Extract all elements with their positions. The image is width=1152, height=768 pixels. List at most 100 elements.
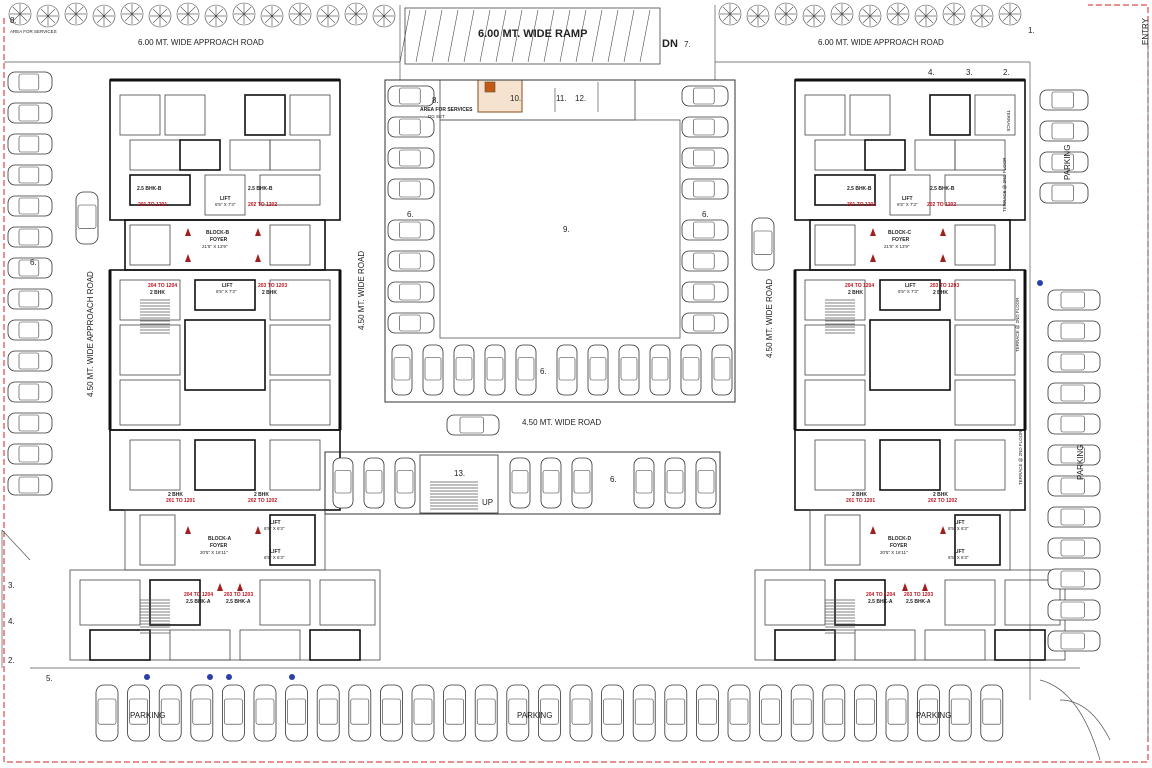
- site-boundary: [3, 4, 1149, 763]
- parking-car: [1047, 351, 1101, 373]
- parking-car: [664, 684, 688, 742]
- block-b-lift-top-size: 6'5" X 7'3": [215, 202, 236, 207]
- block-a-lift2: LIFT: [270, 549, 281, 555]
- parking-car: [379, 684, 403, 742]
- parking-car: [759, 684, 782, 742]
- label-parking-3: PARKING: [916, 711, 951, 720]
- parking-car: [1047, 444, 1101, 466]
- parking-car: [664, 457, 686, 509]
- parking-car: [681, 178, 729, 200]
- parking-car: [1047, 599, 1101, 621]
- label-8-left: 8.: [10, 16, 17, 25]
- block-d-lift2: LIFT: [954, 549, 965, 555]
- label-6-ctr: 6.: [702, 210, 709, 219]
- block-d-unit-bl: 2.5 BHK-A: [868, 599, 893, 605]
- block-c-range-mr: 203 TO 1203: [930, 283, 959, 289]
- block-c-title: BLOCK-C: [888, 230, 911, 236]
- parking-car: [1047, 630, 1101, 652]
- parking-car: [387, 250, 435, 272]
- label-11: 11.: [556, 94, 567, 103]
- parking-car: [1047, 320, 1101, 342]
- parking-car: [363, 457, 385, 509]
- tree-row: [8, 2, 1022, 28]
- block-a-range-tr: 202 TO 1202: [248, 498, 277, 504]
- block-d-lift1: LIFT: [954, 520, 965, 526]
- parking-car: [7, 288, 53, 310]
- parking-car: [917, 684, 940, 742]
- block-c-foyer-size: 21'5" X 13'9": [884, 244, 910, 249]
- parking-car: [681, 281, 729, 303]
- block-a-title: BLOCK-A: [208, 536, 231, 542]
- parking-car: [1047, 506, 1101, 528]
- label-2-left: 2.: [8, 656, 15, 665]
- parking-car: [221, 684, 245, 742]
- block-d-foyer: FOYER: [890, 543, 908, 549]
- parking-car: [411, 684, 435, 742]
- block-c-lift-top-size: 6'5" X 7'3": [897, 202, 918, 207]
- block-c-unit-mr: 2 BHK: [933, 290, 948, 296]
- block-b-lift-mid: LIFT: [222, 283, 233, 289]
- block-a-unit-tl: 2 BHK: [168, 492, 183, 498]
- block-d-range-br: 203 TO 1203: [904, 592, 933, 598]
- label-7: 7.: [684, 40, 691, 49]
- label-6-bot: 6.: [610, 475, 617, 484]
- parking-car: [1047, 537, 1101, 559]
- parking-car: [7, 381, 53, 403]
- parking-car: [387, 219, 435, 241]
- parking-car: [387, 147, 435, 169]
- parking-car: [633, 457, 655, 509]
- label-3-left: 3.: [8, 581, 15, 590]
- label-9: 9.: [563, 225, 570, 234]
- parking-car: [790, 684, 814, 742]
- parking-car: [484, 344, 506, 396]
- building-right-blocks-c-d: [754, 78, 1066, 661]
- parking-car: [387, 281, 435, 303]
- label-10: 10.: [510, 94, 521, 103]
- road-outlines: [1, 5, 1149, 761]
- parking-car: [681, 250, 729, 272]
- parking-car: [711, 344, 733, 396]
- parking-cars: [7, 71, 1101, 742]
- parking-car: [822, 684, 846, 742]
- services-markers: [144, 280, 1043, 680]
- parking-car: [540, 457, 562, 509]
- parking-car: [387, 116, 435, 138]
- parking-car: [7, 474, 53, 496]
- parking-car: [515, 344, 537, 396]
- block-d-range-tl: 201 TO 1201: [846, 498, 875, 504]
- block-b-foyer: FOYER: [210, 237, 228, 243]
- label-parking-1: PARKING: [130, 711, 165, 720]
- parking-car: [681, 147, 729, 169]
- parking-car: [348, 684, 372, 742]
- block-a-range-br: 203 TO 1203: [224, 592, 253, 598]
- label-8-top: 8.: [432, 96, 439, 105]
- parking-car: [538, 684, 561, 742]
- parking-car: [980, 684, 1004, 742]
- parking-car: [1047, 568, 1101, 590]
- block-c-range-tr: 202 TO 1202: [927, 202, 956, 208]
- parking-car: [727, 684, 751, 742]
- parking-car: [7, 319, 53, 341]
- label-5: 5.: [46, 674, 53, 683]
- parking-car: [394, 457, 416, 509]
- block-b-unit-mr: 2 BHK: [262, 290, 277, 296]
- label-up: UP: [482, 498, 493, 507]
- parking-car: [751, 217, 775, 271]
- block-b-lift-mid-size: 6'5" X 7'3": [216, 289, 237, 294]
- parking-car: [7, 195, 53, 217]
- label-terrace-2nd-b: TERRACE @ 2ND FLOOR: [1015, 297, 1020, 352]
- parking-car: [7, 257, 53, 279]
- label-center-left-road: 4.50 MT. WIDE ROAD: [357, 251, 366, 330]
- block-c-unit-tr: 2.5 BHK-B: [930, 186, 955, 192]
- block-d-range-tr: 202 TO 1202: [928, 498, 957, 504]
- block-a-range-bl: 204 TO 1204: [184, 592, 213, 598]
- parking-car: [681, 312, 729, 334]
- parking-car: [587, 344, 609, 396]
- parking-car: [696, 684, 719, 742]
- parking-car: [506, 684, 530, 742]
- block-b-unit-tr: 2.5 BHK-B: [248, 186, 273, 192]
- block-c-unit-ml: 2 BHK: [848, 290, 863, 296]
- label-4-left: 4.: [8, 617, 15, 626]
- parking-car: [387, 312, 435, 334]
- parking-car: [632, 684, 656, 742]
